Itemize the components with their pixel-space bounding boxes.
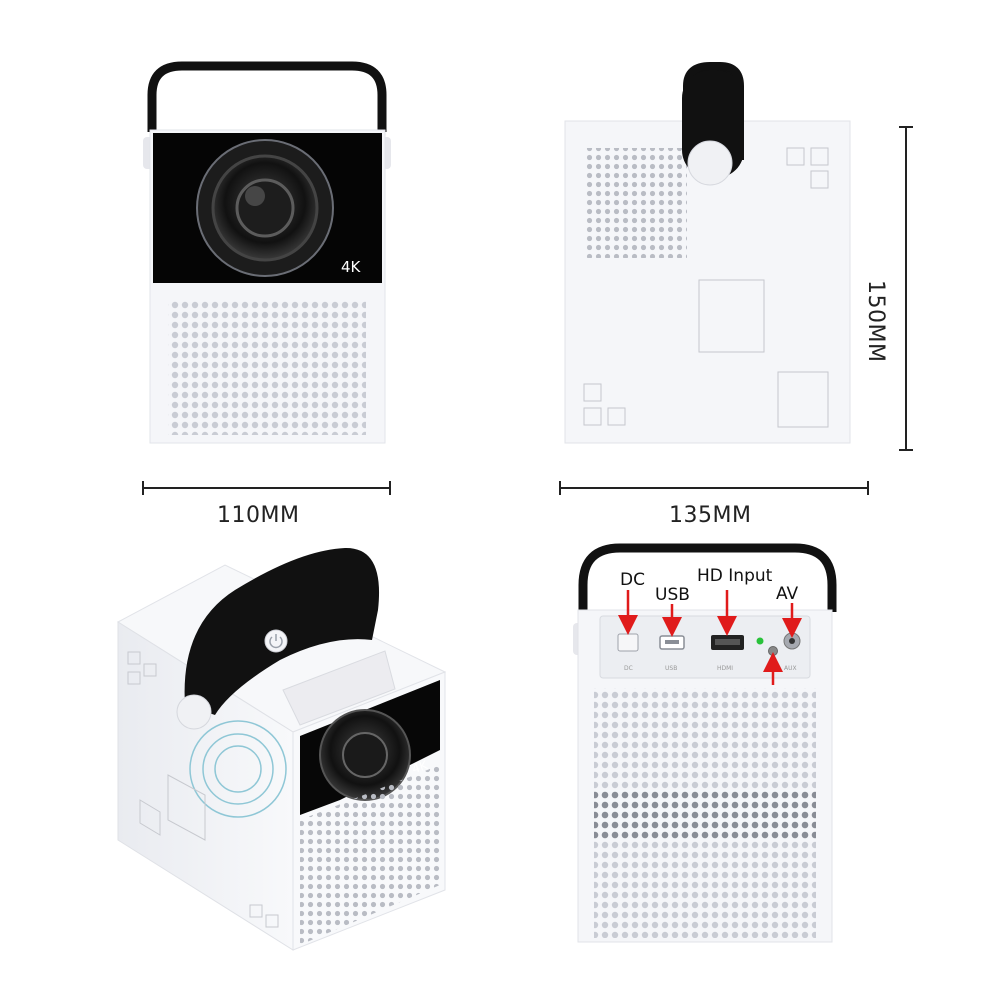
port-sublabel-aux: AUX <box>784 665 797 672</box>
port-label-dc: DC <box>620 570 645 590</box>
dimension-height: 150MM <box>863 280 888 363</box>
port-label-usb: USB <box>655 585 690 605</box>
dimension-lines <box>142 126 913 495</box>
port-sublabel-dc: DC <box>624 665 633 672</box>
port-sublabel-usb: USB <box>665 665 678 672</box>
front-4k-badge: 4K <box>341 258 361 276</box>
dimension-width-front: 110MM <box>217 503 300 528</box>
port-sublabel-hdmi: HDMI <box>717 665 734 672</box>
port-label-av: AV <box>776 584 799 604</box>
angled-view <box>117 547 447 951</box>
port-label-hd-input: HD Input <box>697 566 773 586</box>
front-view <box>143 61 391 444</box>
arrow-icon <box>618 590 802 685</box>
dimension-width-side: 135MM <box>669 503 752 528</box>
rear-view <box>573 543 837 943</box>
top-view <box>564 62 851 444</box>
speaker-grille <box>168 300 366 435</box>
handle <box>147 61 387 132</box>
